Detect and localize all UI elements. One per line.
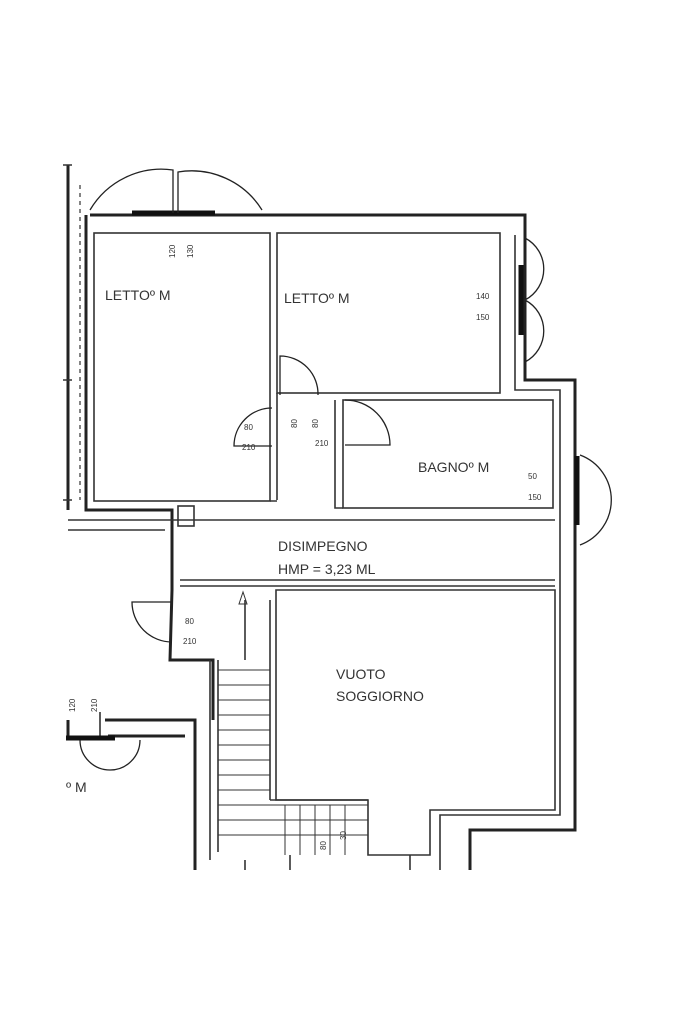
dim-stair-a: 80: [319, 841, 328, 850]
bottom-baseline: [244, 855, 411, 870]
right-inner-wall: [439, 235, 561, 870]
dim-door-mid-b: 80: [311, 419, 320, 428]
dim-win-left-b: 210: [90, 698, 99, 712]
bottom-left-wall: [66, 718, 197, 870]
door-swing-mid: [279, 355, 319, 396]
left-partial-wall: [68, 519, 172, 736]
corridor-walls: [172, 393, 555, 587]
dim-door-bagno-h: 210: [315, 439, 329, 448]
dim-win-bagno-w: 50: [528, 472, 537, 481]
room-letto-2: [276, 232, 501, 394]
door-swing-bagno-window: [579, 454, 612, 546]
door-swing-bottom-left: [79, 739, 141, 771]
room-letto-1: [93, 232, 271, 502]
dim-win-left-a: 120: [68, 698, 77, 712]
room-bagno: [342, 399, 554, 509]
room-labels: LETTOº M LETTOº M BAGNOº M DISIMPEGNO HM…: [66, 287, 489, 795]
door-swing-left: [131, 601, 173, 643]
dim-win-right-b: 150: [476, 313, 490, 322]
label-soggiorno: SOGGIORNO: [336, 688, 424, 704]
door-swing-right-1: [524, 237, 545, 301]
dim-win-top-a: 120: [168, 244, 177, 258]
dim-stair-b: 30: [339, 831, 348, 840]
dim-win-top-b: 130: [186, 244, 195, 258]
dim-door-mid-a: 80: [290, 419, 299, 428]
label-letto-1: LETTOº M: [105, 287, 171, 303]
dimension-labels: 120 130 140 150 80 210 80 80 210 50 150 …: [68, 244, 542, 850]
label-hmp: HMP = 3,23 ML: [278, 561, 376, 577]
dim-door-letto1-h: 210: [242, 443, 256, 452]
dim-door-left-w: 80: [185, 617, 194, 626]
top-wall: [84, 215, 215, 720]
door-swings: [79, 168, 612, 771]
top-outer-wall: [90, 213, 527, 235]
right-exterior-wall: [468, 235, 577, 870]
label-partial-room: º M: [66, 779, 87, 795]
label-bagno: BAGNOº M: [418, 459, 489, 475]
door-swing-top-left: [89, 168, 174, 213]
column: [177, 505, 195, 527]
dim-win-bagno-h: 150: [528, 493, 542, 502]
label-disimpegno: DISIMPEGNO: [278, 538, 368, 554]
door-swing-letto-1: [233, 407, 273, 447]
left-corner-marks: [63, 164, 72, 501]
door-swing-right-2: [524, 299, 545, 363]
dim-door-letto1-w: 80: [244, 423, 253, 432]
door-swing-top-right: [177, 170, 263, 213]
stairs: [218, 590, 368, 855]
label-letto-2: LETTOº M: [284, 290, 350, 306]
label-vuoto: VUOTO: [336, 666, 386, 682]
dim-win-right-a: 140: [476, 292, 490, 301]
walls: [63, 164, 577, 870]
dim-door-left-h: 210: [183, 637, 197, 646]
door-swing-bagno: [344, 399, 391, 446]
stair-arrow-icon: [238, 590, 248, 605]
